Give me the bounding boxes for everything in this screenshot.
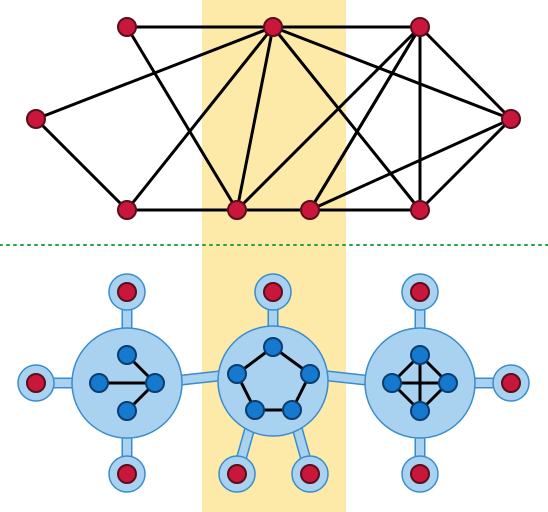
top-node	[117, 17, 137, 37]
top-node	[26, 109, 46, 129]
top-edge	[308, 25, 422, 212]
blue-node	[438, 373, 458, 393]
blue-node	[145, 373, 165, 393]
outer-node	[300, 464, 320, 484]
blue-node	[117, 345, 137, 365]
blue-node	[410, 345, 430, 365]
blue-node	[263, 337, 283, 357]
top-edge	[418, 25, 513, 121]
outer-node	[410, 464, 430, 484]
blue-node	[245, 400, 265, 420]
outer-node	[227, 464, 247, 484]
top-node	[227, 200, 247, 220]
blue-node	[300, 364, 320, 384]
top-edge	[34, 25, 275, 121]
top-node	[300, 200, 320, 220]
top-node	[410, 17, 430, 37]
outer-node	[117, 282, 137, 302]
top-node	[117, 200, 137, 220]
top-edge	[235, 25, 275, 212]
outer-node	[117, 464, 137, 484]
bottom-outer-nodes	[17, 273, 530, 493]
outer-node	[501, 373, 521, 393]
top-graph-edges	[34, 25, 513, 212]
top-edge	[271, 25, 422, 212]
blue-node	[382, 373, 402, 393]
outer-node	[410, 282, 430, 302]
outer-node	[263, 282, 283, 302]
top-node	[263, 17, 283, 37]
top-node	[501, 109, 521, 129]
top-graph-nodes	[26, 17, 521, 220]
top-node	[410, 200, 430, 220]
outer-node	[26, 373, 46, 393]
top-edge	[418, 117, 513, 212]
bottom-graph	[17, 273, 530, 493]
top-edge	[34, 117, 129, 212]
blue-node	[282, 400, 302, 420]
top-edge	[308, 117, 513, 212]
top-edge	[235, 25, 422, 212]
blue-node	[117, 401, 137, 421]
blue-node	[410, 401, 430, 421]
top-edge	[125, 25, 239, 212]
bottom-inner-nodes	[89, 337, 458, 421]
blue-node	[227, 364, 247, 384]
blue-node	[89, 373, 109, 393]
top-edge	[125, 25, 275, 212]
top-graph	[26, 17, 521, 220]
